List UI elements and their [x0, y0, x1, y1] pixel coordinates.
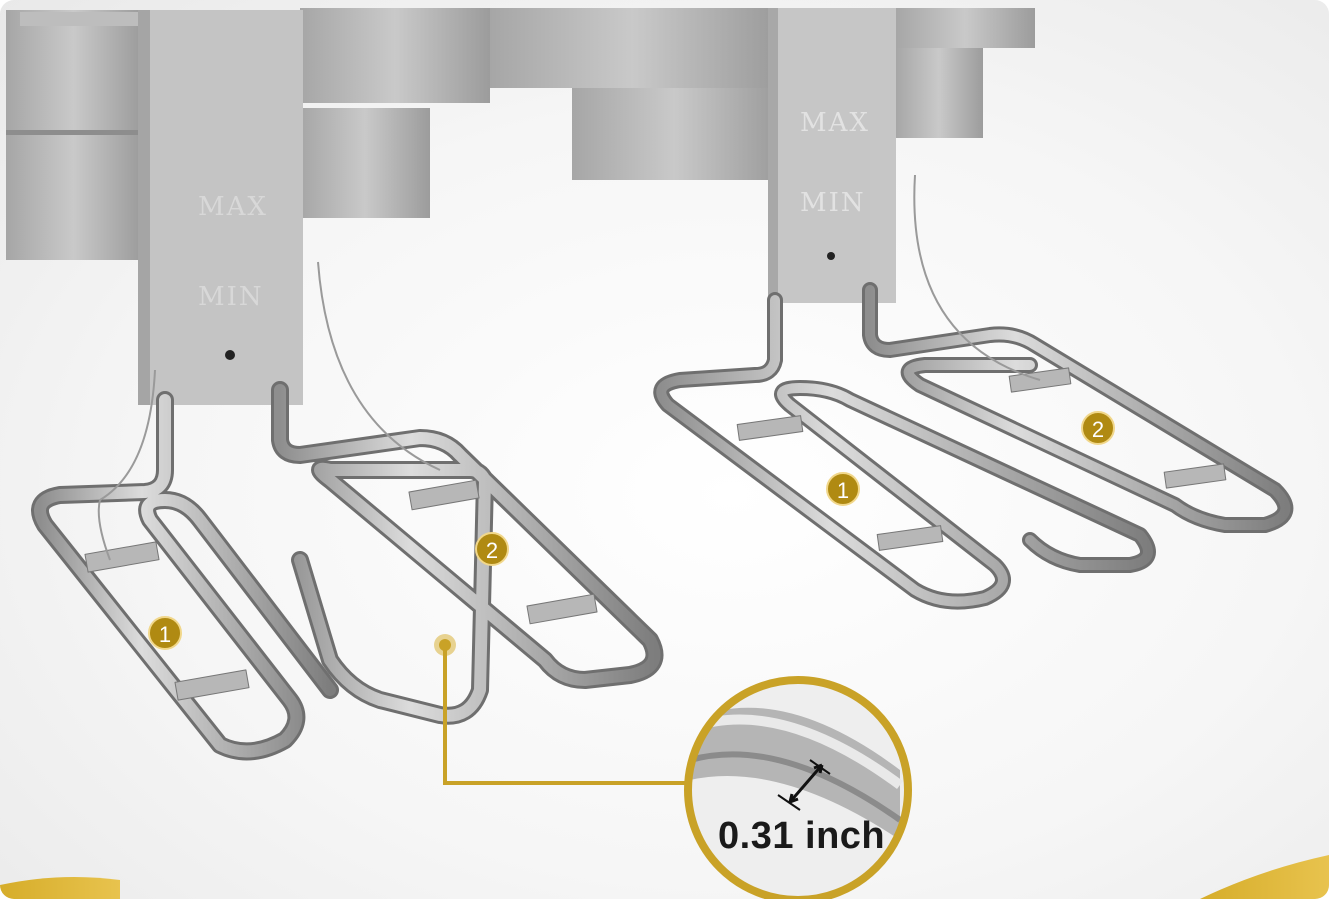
element-badge-left-2: 2 — [475, 532, 509, 566]
right-control-box — [768, 8, 896, 303]
max-mark-right: MAX — [800, 108, 870, 138]
right-heating-element-2 — [862, 282, 1294, 533]
measurement-label: 0.31 inch — [718, 815, 886, 857]
left-heating-element-1 — [31, 391, 339, 761]
left-control-box — [138, 10, 303, 405]
callout-leader — [434, 634, 690, 785]
max-mark-left: MAX — [198, 192, 268, 222]
element-badge-right-2: 2 — [1081, 411, 1115, 445]
min-mark-right: MIN — [800, 188, 866, 218]
gold-bottom-band — [0, 855, 1329, 899]
right-heating-element-1 — [653, 292, 1156, 610]
left-heating-element-2 — [271, 381, 664, 725]
steel-wall-blocks — [6, 8, 1035, 260]
element-badge-left-1: 1 — [148, 616, 182, 650]
min-mark-left: MIN — [198, 282, 264, 312]
element-badge-right-1: 1 — [826, 472, 860, 506]
zoom-lens — [684, 676, 912, 899]
thermostat-wires — [97, 174, 1041, 561]
